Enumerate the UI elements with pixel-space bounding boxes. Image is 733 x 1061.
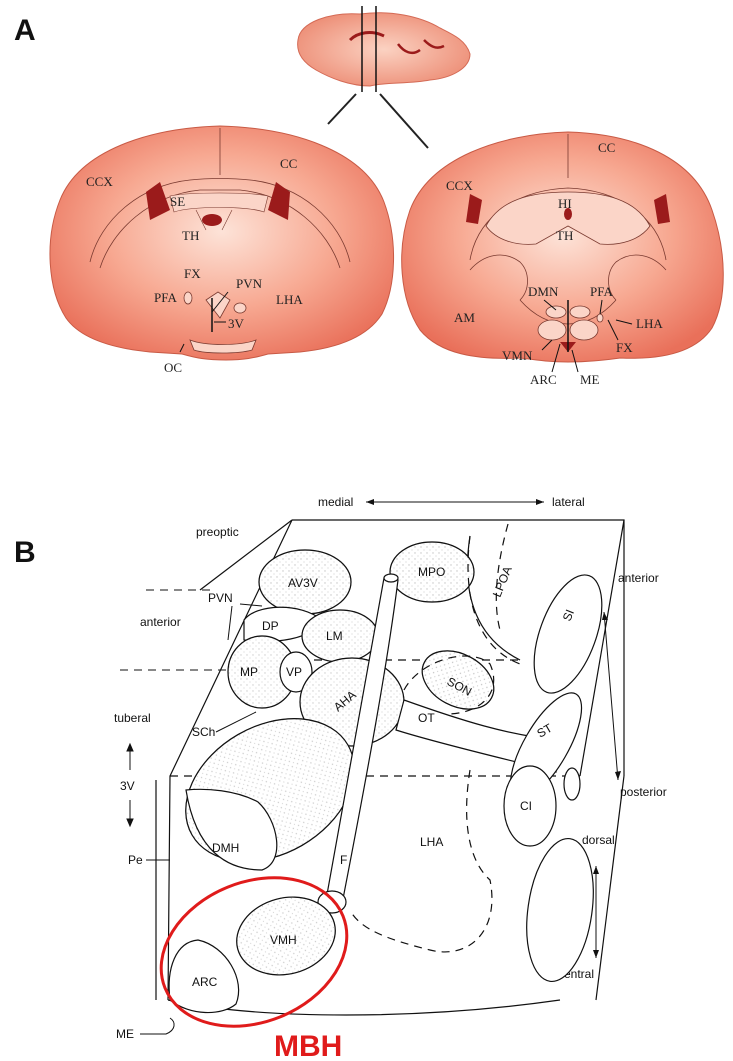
- dorsal-ventral-axis: [593, 866, 599, 958]
- mbh-label: MBH: [274, 1030, 342, 1061]
- left-cc-label: CC: [280, 156, 297, 171]
- nucleus-vp-label: VP: [286, 665, 302, 679]
- right-vmn-label: VMN: [502, 348, 533, 363]
- nucleus-lha-label: LHA: [420, 835, 443, 849]
- left-ccx-label: CCX: [86, 174, 113, 189]
- nucleus-arc-label: ARC: [192, 975, 218, 989]
- nucleus-lm-label: LM: [326, 629, 343, 643]
- right-lha-label: LHA: [636, 316, 663, 331]
- axis-lateral-label: lateral: [552, 495, 585, 509]
- me-leader-line: [140, 1018, 174, 1034]
- left-pfa-label: PFA: [154, 290, 177, 305]
- nucleus-f-label: F: [340, 853, 347, 867]
- axis-dorsal-label: dorsal: [582, 833, 615, 847]
- connector-right: [380, 94, 428, 148]
- axis-anterior-label: anterior: [618, 571, 659, 585]
- right-fx-label: FX: [616, 340, 633, 355]
- right-hi-label: HI: [558, 196, 572, 211]
- right-cc-label: CC: [598, 140, 615, 155]
- left-pvn-label: PVN: [236, 276, 263, 291]
- pvn-leader-line-2: [228, 606, 232, 640]
- left-oc-label: OC: [164, 360, 182, 375]
- medial-lateral-axis: [366, 499, 544, 505]
- nucleus-vmh-label: VMH: [270, 933, 297, 947]
- left-th-label: TH: [182, 228, 199, 243]
- coronal-section-right: [402, 132, 724, 372]
- nucleus-dmh-label: DMH: [212, 841, 239, 855]
- side-sch-label: SCh: [192, 725, 215, 739]
- left-3v-label: 3V: [228, 316, 245, 331]
- axis-medial-label: medial: [318, 495, 353, 509]
- side-3v-label: 3V: [120, 779, 135, 793]
- connector-left: [328, 94, 356, 124]
- anterior-posterior-axis: [602, 612, 621, 780]
- left-se-label: SE: [170, 194, 185, 209]
- nucleus-mpo-label: MPO: [418, 565, 445, 579]
- side-me-label: ME: [116, 1027, 134, 1041]
- right-dmn-label: DMN: [528, 284, 559, 299]
- nucleus-mp-label: MP: [240, 665, 258, 679]
- right-arc-label: ARC: [530, 372, 557, 387]
- nucleus-lpoa-label: LPOA: [490, 564, 515, 599]
- left-lha-label: LHA: [276, 292, 303, 307]
- nucleus-ci-label: CI: [520, 799, 532, 813]
- right-ccx-label: CCX: [446, 178, 473, 193]
- right-th-label: TH: [556, 228, 573, 243]
- axis-posterior-label: posterior: [620, 785, 667, 799]
- level-preoptic-label: preoptic: [196, 525, 239, 539]
- side-pe-label: Pe: [128, 853, 143, 867]
- level-anterior-label: anterior: [140, 615, 181, 629]
- left-fx-label: FX: [184, 266, 201, 281]
- right-me-label: ME: [580, 372, 600, 387]
- nucleus-dp-label: DP: [262, 619, 279, 633]
- nucleus-ot-label: OT: [418, 711, 435, 725]
- coronal-section-left: [50, 126, 394, 360]
- nucleus-av3v-label: AV3V: [288, 576, 318, 590]
- right-am-label: AM: [454, 310, 475, 325]
- level-tuberal-label: tuberal: [114, 711, 151, 725]
- right-pfa-label: PFA: [590, 284, 613, 299]
- sagittal-brain: [298, 6, 470, 92]
- side-pvn-label: PVN: [208, 591, 233, 605]
